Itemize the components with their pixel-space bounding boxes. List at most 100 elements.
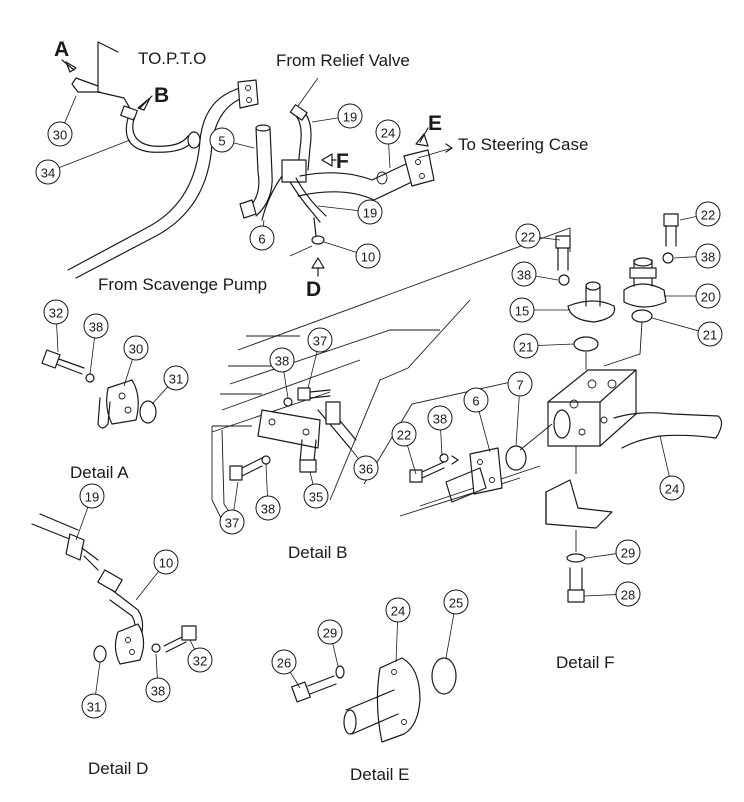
hose-19-lower-inner (295, 177, 327, 217)
callout-bubble (307, 327, 333, 353)
arrow-d (311, 257, 325, 277)
hose-34 (125, 117, 193, 153)
washer-38-upper (283, 397, 293, 407)
guide-f-1 (237, 227, 571, 351)
callout-number: 38 (517, 268, 531, 283)
from-scavenge-pump-label: From Scavenge Pump (98, 275, 267, 294)
callout-bubble (463, 387, 489, 413)
long-pipe-outer (67, 83, 249, 271)
callout-28: 28 (583, 581, 641, 607)
callout-bubble (123, 335, 149, 361)
callout-number: 37 (225, 516, 239, 531)
callout-leader (478, 411, 491, 453)
view-letter-b: B (154, 84, 169, 107)
washer-38-f1 (558, 274, 570, 286)
callout-bubble (513, 333, 539, 359)
callout-leader (262, 219, 265, 227)
o-ring-31-d (93, 645, 107, 663)
callout-number: 15 (515, 304, 529, 319)
callout-22: 22 (679, 201, 721, 227)
mount-bracket (545, 479, 613, 529)
pipe-6 (261, 175, 283, 221)
callout-leader (56, 323, 59, 353)
callout-bubble (249, 225, 275, 251)
callout-leader (535, 275, 559, 281)
from-relief-arrow (297, 77, 319, 107)
callout-bubble (187, 647, 213, 673)
callout-number: 24 (381, 126, 395, 141)
callout-leader (265, 463, 268, 497)
callout-5: 5 (209, 127, 255, 153)
callout-number: 24 (665, 482, 679, 497)
callout-bubble (659, 475, 685, 501)
callout-leader (537, 343, 575, 346)
callout-number: 25 (449, 596, 463, 611)
callout-number: 32 (193, 654, 207, 669)
callout-number: 38 (151, 684, 165, 699)
callout-20: 20 (664, 283, 721, 309)
arrow-e (415, 127, 429, 147)
callout-bubble (353, 455, 379, 481)
bolt-28 (567, 589, 585, 603)
callout-leader (317, 205, 359, 212)
bolt-32-head (41, 349, 61, 369)
hose-19-lower (289, 181, 321, 223)
callout-number: 19 (85, 490, 99, 505)
callout-number: 29 (323, 626, 337, 641)
flange-6 (469, 447, 503, 495)
callout-leader (75, 507, 89, 541)
pipe-24-e (345, 689, 399, 735)
callout-bubble (255, 495, 281, 521)
callout-leader (289, 672, 301, 689)
callout-number: 36 (359, 462, 373, 477)
callout-19: 19 (75, 483, 105, 541)
callout-bubble (153, 549, 179, 575)
o-ring-21-right (631, 309, 653, 323)
callout-bubble (695, 283, 721, 309)
callout-bubble (219, 509, 245, 535)
bolt-22-top (555, 235, 571, 249)
callout-bubble (83, 313, 109, 339)
callout-bubble (81, 693, 107, 719)
callout-leader (395, 621, 398, 663)
steering-flange (403, 149, 435, 187)
callout-number: 21 (703, 328, 717, 343)
detail-b-label: Detail B (288, 543, 348, 562)
callout-24: 24 (659, 435, 685, 501)
callout-32: 32 (43, 299, 69, 353)
callout-leader (309, 471, 314, 485)
callout-number: 21 (519, 340, 533, 355)
washer-38-d (151, 643, 161, 653)
callout-leader (651, 317, 699, 332)
callout-leader (233, 481, 239, 511)
callout-leader (659, 435, 670, 477)
callout-35: 35 (303, 471, 329, 509)
callout-leader (95, 661, 101, 695)
washer-38-f2 (662, 252, 674, 264)
callout-number: 22 (397, 428, 411, 443)
callout-31: 31 (151, 365, 189, 405)
callout-22: 22 (515, 223, 561, 249)
callout-bubble (79, 483, 105, 509)
fitting-35 (299, 459, 317, 473)
callout-number: 34 (41, 166, 55, 181)
callout-leader (123, 359, 133, 387)
callout-leader (283, 371, 289, 399)
fitting-10 (311, 235, 325, 245)
washer-38-b (439, 453, 449, 463)
hose-34-fitting (187, 131, 201, 149)
callout-number: 20 (701, 290, 715, 305)
callout-bubble (47, 121, 73, 147)
callout-21: 21 (651, 317, 723, 347)
side-port (553, 409, 571, 439)
callout-bubble (385, 597, 411, 623)
hose-19-ferrule (65, 533, 85, 561)
callout-leader (311, 117, 339, 123)
arrow-a (61, 59, 77, 73)
o-ring-7 (505, 445, 527, 471)
pipe-24-bottom (297, 179, 417, 201)
pipe-a-bracket (71, 77, 101, 93)
callout-bubble (317, 619, 343, 645)
main-assembly (67, 41, 453, 279)
callout-number: 5 (218, 134, 225, 149)
